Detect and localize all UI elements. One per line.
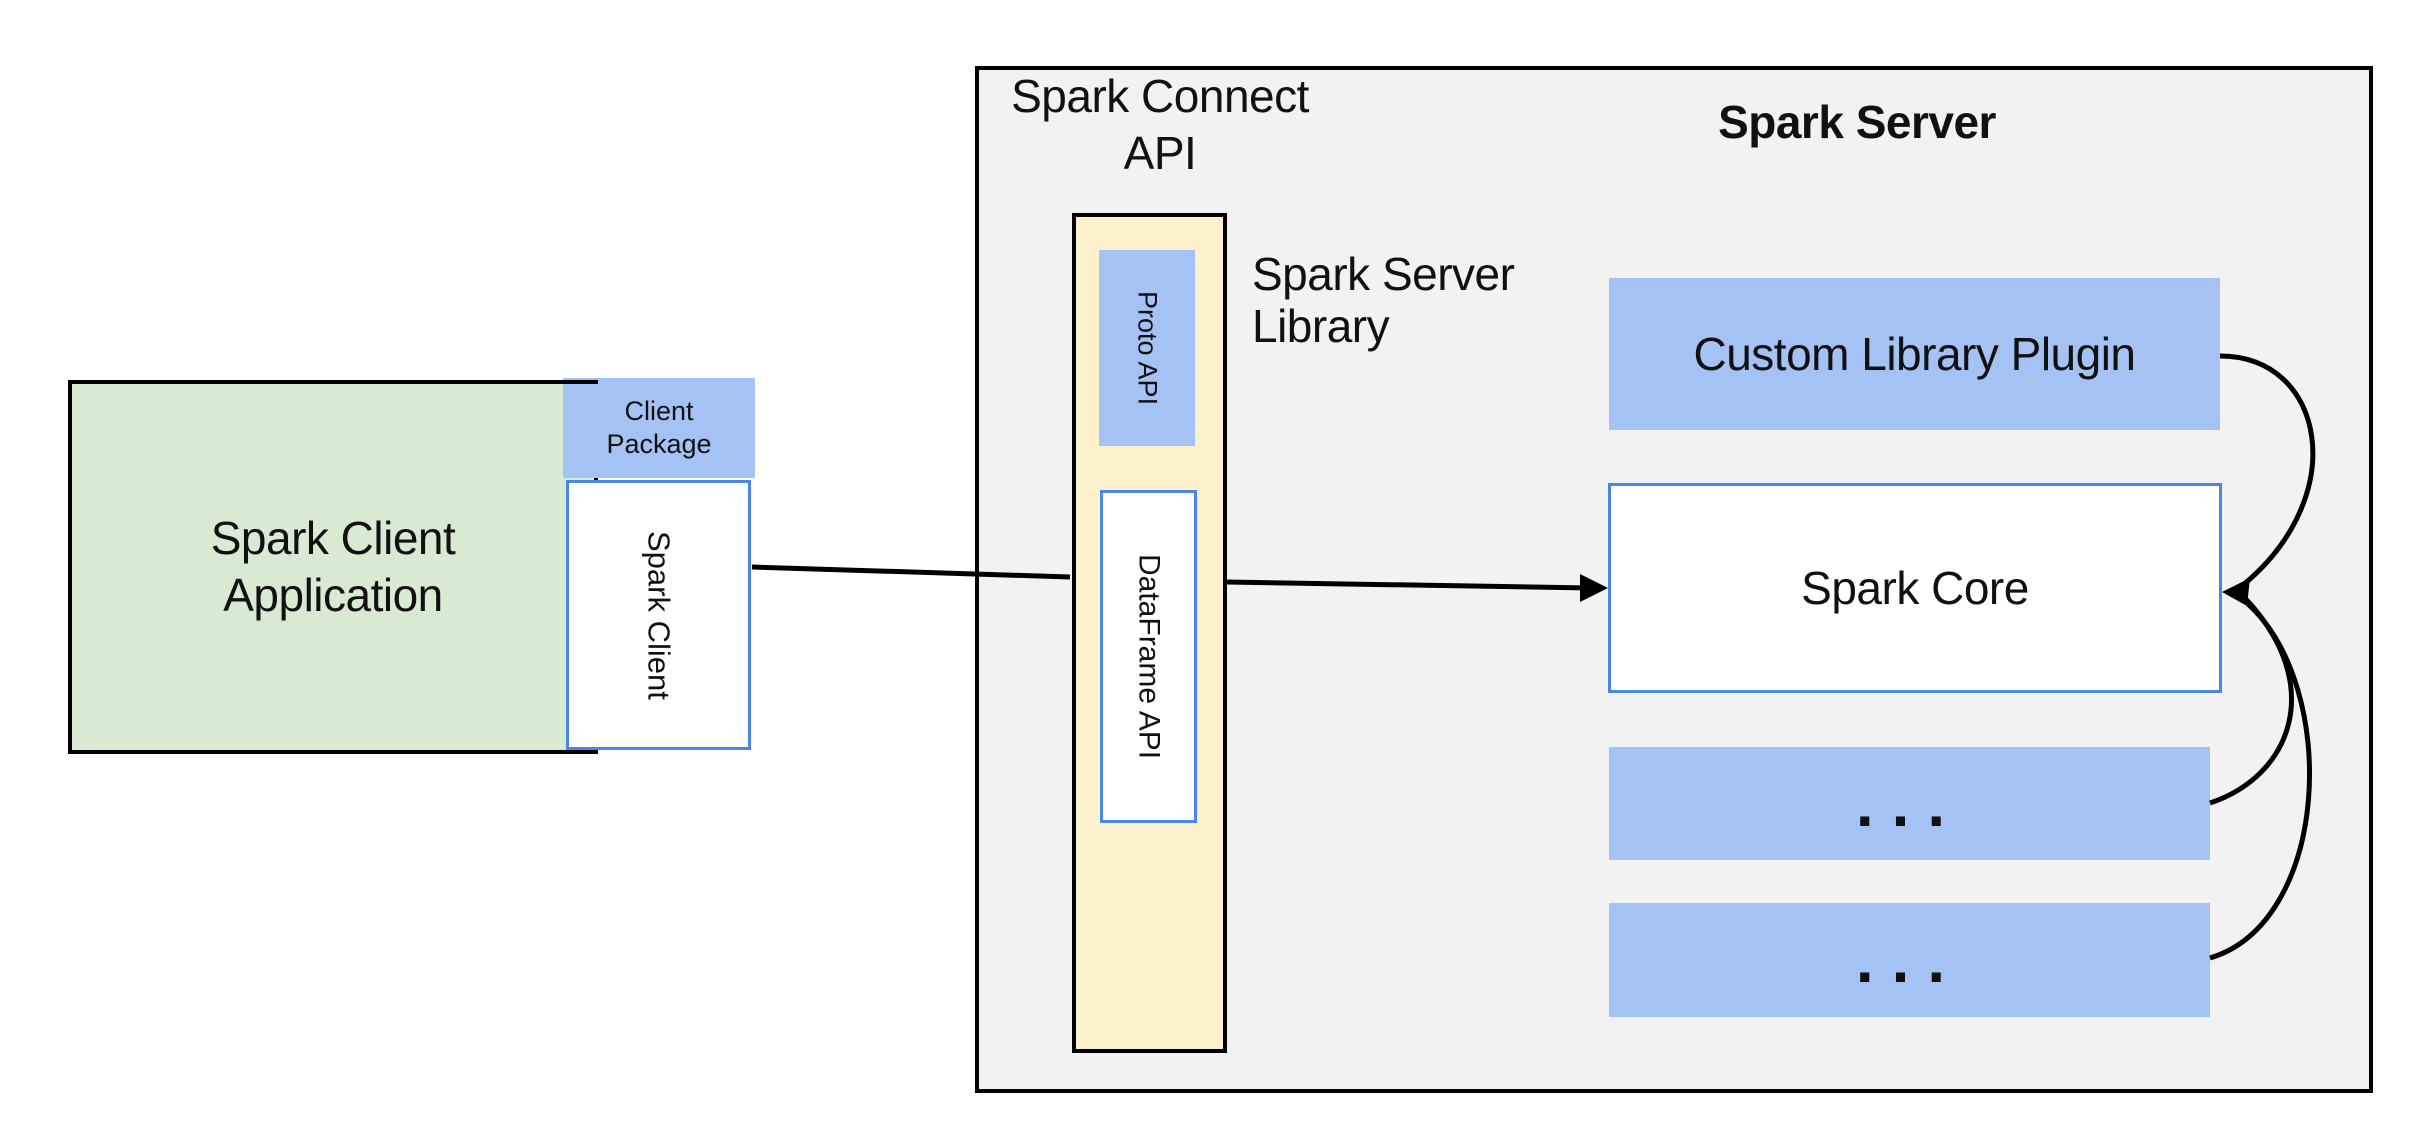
green-box-border-stub bbox=[563, 380, 598, 384]
spark-client-application-label: Spark Client Application bbox=[72, 384, 594, 750]
spark-core-box: Spark Core bbox=[1608, 483, 2222, 693]
ellipsis-label-2: ... bbox=[1855, 924, 1964, 996]
spark-connect-api-title-line2: API bbox=[1123, 127, 1197, 179]
spark-server-title: Spark Server bbox=[1718, 96, 1996, 148]
client-package-line1: Client bbox=[624, 396, 694, 426]
spark-server-library-label: Spark Server Library bbox=[1252, 248, 1672, 352]
custom-library-plugin-box: Custom Library Plugin bbox=[1609, 278, 2220, 430]
ellipsis-label-1: ... bbox=[1855, 767, 1964, 840]
client-package-box: Client Package bbox=[563, 378, 755, 478]
proto-api-label: Proto API bbox=[1132, 290, 1163, 406]
spark-connect-api-title: Spark Connect API bbox=[1010, 68, 1310, 182]
spark-client-application-box: Spark Client Application bbox=[68, 380, 598, 754]
spark-client-application-line1: Spark Client bbox=[210, 512, 456, 564]
dataframe-api-label: DataFrame API bbox=[1132, 553, 1166, 760]
spark-server-library-line1: Spark Server bbox=[1252, 248, 1515, 300]
spark-server-library-line2: Library bbox=[1252, 300, 1390, 352]
spark-client-box: Spark Client bbox=[566, 480, 751, 750]
spark-client-application-line2: Application bbox=[223, 569, 443, 621]
proto-api-box: Proto API bbox=[1099, 250, 1195, 446]
spark-core-label: Spark Core bbox=[1801, 561, 2029, 614]
plugin-placeholder-box-2: ... bbox=[1609, 903, 2210, 1017]
custom-library-plugin-label: Custom Library Plugin bbox=[1693, 327, 2136, 380]
plugin-placeholder-box-1: ... bbox=[1609, 747, 2210, 860]
spark-connect-api-title-line1: Spark Connect bbox=[1011, 70, 1309, 122]
spark-client-label: Spark Client bbox=[641, 530, 677, 700]
dataframe-api-box: DataFrame API bbox=[1100, 490, 1197, 823]
client-package-line2: Package bbox=[606, 429, 712, 459]
